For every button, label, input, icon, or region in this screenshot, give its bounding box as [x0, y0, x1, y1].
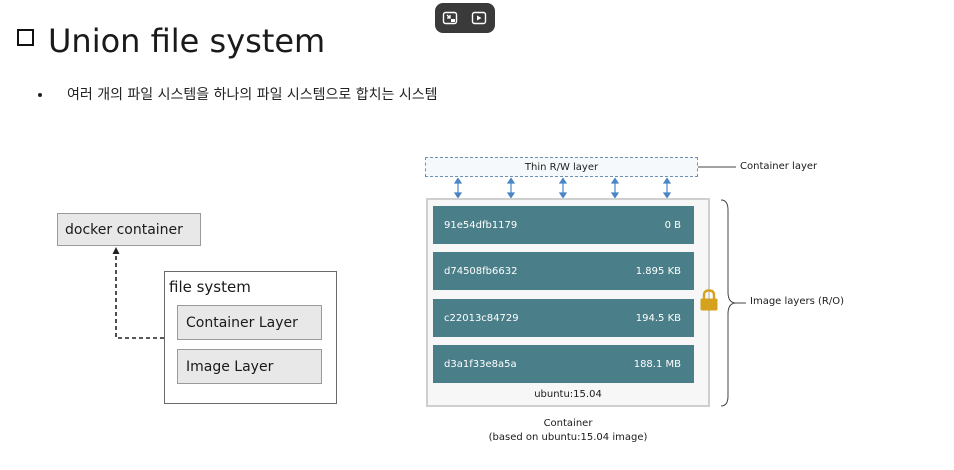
- image-layer-row: d3a1f33e8a5a 188.1 MB: [433, 345, 694, 383]
- cast-icon[interactable]: [471, 10, 487, 26]
- rw-layer-box: Thin R/W layer: [425, 157, 698, 177]
- image-layer-row: d74508fb6632 1.895 KB: [433, 252, 694, 290]
- layer-id: d3a1f33e8a5a: [444, 358, 517, 370]
- exit-fullscreen-icon[interactable]: [442, 10, 458, 26]
- file-system-label: file system: [169, 278, 251, 296]
- docker-container-box: docker container: [57, 213, 201, 246]
- layer-size: 1.895 KB: [635, 265, 681, 277]
- layer-size: 188.1 MB: [633, 358, 681, 370]
- bullet-text: 여러 개의 파일 시스템을 하나의 파일 시스템으로 합치는 시스템: [67, 87, 438, 103]
- lock-icon: [698, 288, 720, 312]
- page-title: Union file system: [48, 22, 326, 60]
- video-controls-overlay: [435, 3, 495, 33]
- bullet-point: [38, 93, 42, 97]
- container-layer-label: Container layer: [740, 161, 818, 172]
- layer-id: d74508fb6632: [444, 265, 518, 277]
- container-caption-subtitle: (based on ubuntu:15.04 image): [488, 432, 648, 443]
- title-checkbox-icon: [17, 29, 34, 46]
- layer-size: 194.5 KB: [635, 312, 681, 324]
- container-layer-box: Container Layer: [177, 305, 322, 340]
- image-layer-box: Image Layer: [177, 349, 322, 384]
- layer-id: c22013c84729: [444, 312, 519, 324]
- layer-size: 0 B: [664, 219, 681, 231]
- container-caption: Container: [543, 418, 593, 429]
- image-layer-row: c22013c84729 194.5 KB: [433, 299, 694, 337]
- base-image-label: ubuntu:15.04: [534, 389, 602, 400]
- layer-id: 91e54dfb1179: [444, 219, 518, 231]
- image-layers-label: Image layers (R/O): [750, 296, 844, 307]
- image-layer-row: 91e54dfb1179 0 B: [433, 206, 694, 244]
